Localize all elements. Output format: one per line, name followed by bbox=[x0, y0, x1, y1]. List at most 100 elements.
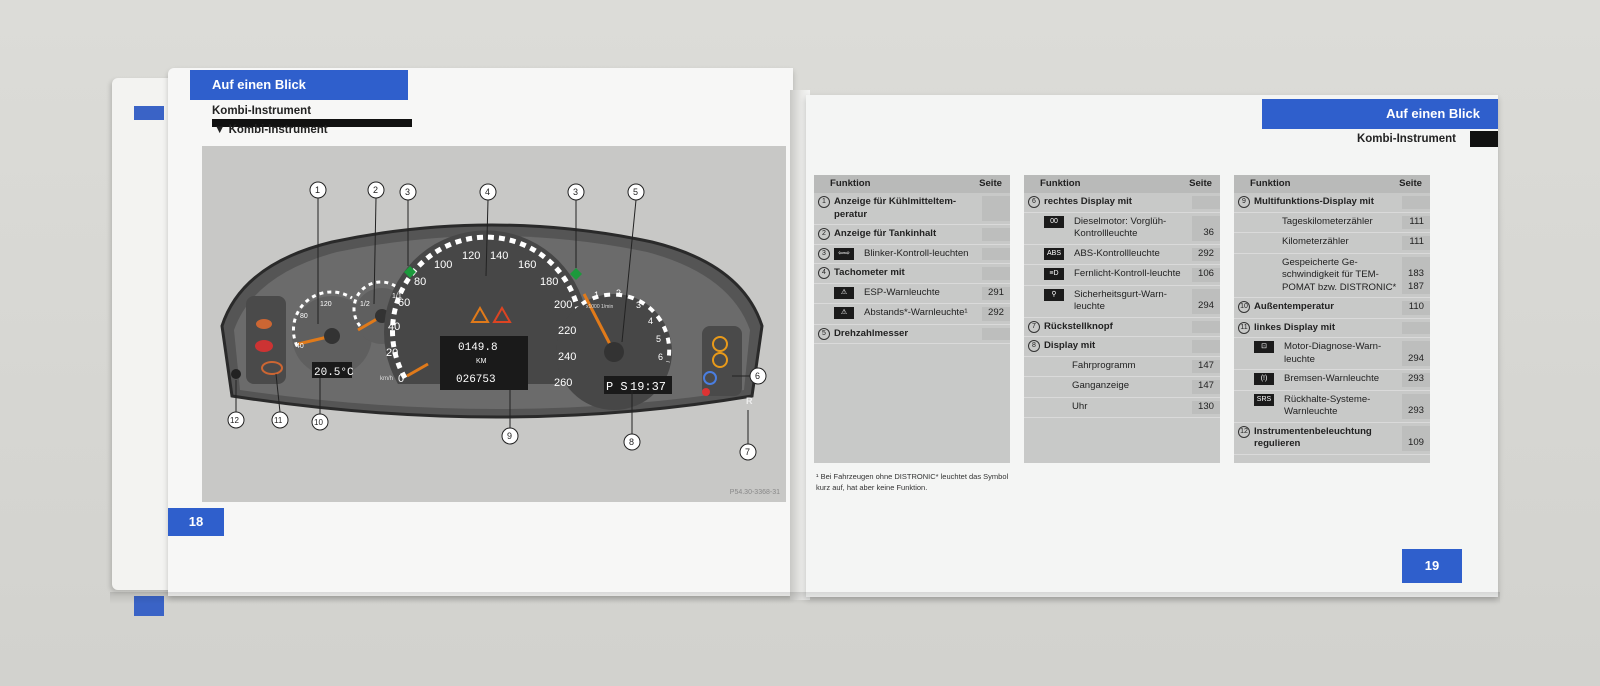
speedo-tick: 260 bbox=[554, 377, 572, 389]
callout-1: 1 bbox=[315, 185, 320, 195]
speedo-tick: 140 bbox=[490, 250, 508, 262]
row-function-text: Tachometer mit bbox=[834, 267, 905, 278]
callout-5: 5 bbox=[633, 187, 638, 197]
clock-time: 19:37 bbox=[630, 380, 666, 394]
row-function-text: Fernlicht-Kontroll-leuchte bbox=[1074, 268, 1181, 279]
book-shadow bbox=[110, 592, 1500, 604]
row-page-ref: 183 187 bbox=[1402, 256, 1430, 294]
table-row: Fahrprogramm 147 bbox=[1024, 357, 1220, 377]
row-function-text: Fahrprogramm bbox=[1072, 359, 1136, 371]
fuel-tick-labels: 1/2 1/1 bbox=[360, 293, 402, 308]
col-head-page: Seite bbox=[979, 178, 1002, 189]
instrument-cluster-illustration: 0 20 40 60 80 100 120 140 160 180 200 22… bbox=[220, 181, 767, 461]
callout-4: 4 bbox=[485, 187, 490, 197]
row-function-text: ABS-Kontrollleuchte bbox=[1074, 247, 1160, 259]
row-page-ref: 111 bbox=[1402, 236, 1430, 250]
odometer-unit: KM bbox=[476, 358, 487, 365]
speedo-tick: 20 bbox=[386, 347, 398, 359]
row-page-ref: 294 bbox=[1402, 341, 1430, 366]
row-callout-number: 3 bbox=[818, 247, 830, 260]
col-head-function: Funktion bbox=[1040, 178, 1081, 189]
callout-8: 8 bbox=[629, 437, 634, 447]
row-page-ref bbox=[982, 327, 1010, 340]
footnote: ¹ Bei Fahrzeugen ohne DISTRONIC* leuchte… bbox=[816, 472, 1009, 492]
row-function-text: ESP-Warnleuchte bbox=[864, 286, 940, 298]
row-page-ref: 147 bbox=[1192, 359, 1220, 373]
table-row: 1 Anzeige für Kühlmitteltem-peratur bbox=[814, 193, 1010, 225]
table-row: Gespeicherte Ge-schwindigkeit für TEM-PO… bbox=[1234, 254, 1430, 298]
speedo-tick: 120 bbox=[462, 250, 480, 262]
row-function-text: Tageskilometerzähler bbox=[1282, 215, 1373, 227]
row-page-ref: 293 bbox=[1402, 393, 1430, 419]
row-function-text: Display mit bbox=[1044, 340, 1096, 351]
rpm-tick-labels: 1 2 3 4 5 6 bbox=[594, 288, 663, 362]
reset-label: R bbox=[746, 396, 753, 406]
row-page-ref: 147 bbox=[1192, 380, 1220, 394]
callout-12: 12 bbox=[230, 416, 239, 425]
speedo-tick: 160 bbox=[518, 259, 536, 271]
row-function-text: Dieselmotor: Vorglüh-Kontrollleuchte bbox=[1074, 215, 1167, 240]
row-callout-number: 6 bbox=[1028, 196, 1040, 208]
row-callout-number: 4 bbox=[818, 267, 830, 279]
row-function-text: Anzeige für Kühlmitteltem-peratur bbox=[834, 196, 957, 220]
row-page-ref bbox=[982, 228, 1010, 241]
rpm-unit: x1000 1/min bbox=[586, 304, 613, 310]
left-page-section-title: ▼ Kombi-Instrument bbox=[214, 124, 328, 136]
row-page-ref: 109 bbox=[1402, 425, 1430, 451]
total-odometer: 026753 bbox=[456, 374, 496, 386]
instrument-cluster-photo: 0 20 40 60 80 100 120 140 160 180 200 22… bbox=[202, 146, 786, 502]
underlying-tab bbox=[134, 106, 164, 120]
outside-temperature: 20.5°C bbox=[314, 367, 354, 379]
illumination-knob bbox=[231, 369, 241, 379]
speed-unit: km/h bbox=[380, 376, 393, 382]
row-function-text: Rückstellknopf bbox=[1044, 320, 1113, 332]
coolant-tick: 120 bbox=[320, 301, 332, 308]
row-page-ref: 111 bbox=[1402, 215, 1430, 229]
row-function-text: Uhr bbox=[1072, 400, 1088, 412]
engine-diagnosis-icon bbox=[255, 340, 273, 352]
row-function-text: Abstands*-Warnleuchte¹ bbox=[864, 307, 968, 318]
esp-warning-icon bbox=[470, 305, 490, 323]
row-page-ref: 110 bbox=[1402, 301, 1430, 315]
col-head-function: Funktion bbox=[830, 178, 871, 189]
table-row: 3⇦⇨Blinker-Kontroll-leuchten bbox=[814, 245, 1010, 264]
row-function-text: Motor-Diagnose-Warn-leuchte bbox=[1284, 341, 1382, 365]
right-page-number: 19 bbox=[1402, 549, 1462, 583]
right-turn-signal-icon bbox=[570, 268, 582, 280]
row-page-ref bbox=[1192, 340, 1220, 353]
underlying-tab-bottom bbox=[134, 596, 164, 616]
col-head-page: Seite bbox=[1189, 178, 1212, 189]
book-gutter bbox=[790, 90, 810, 600]
row-page-ref bbox=[1192, 196, 1220, 209]
row-function-text: Außentemperatur bbox=[1254, 301, 1334, 312]
callout-9: 9 bbox=[507, 431, 512, 441]
left-turn-signal-icon bbox=[404, 266, 416, 278]
row-symbol-icon: ⚲ bbox=[1044, 288, 1064, 301]
abs-icon bbox=[712, 352, 728, 368]
row-symbol-icon: SRS bbox=[1254, 393, 1274, 406]
row-callout-number: 1 bbox=[818, 196, 830, 208]
table-row: Tageskilometerzähler 111 bbox=[1234, 213, 1430, 233]
table-row: Ganganzeige 147 bbox=[1024, 377, 1220, 398]
row-symbol-icon: ⇦⇨ bbox=[834, 247, 854, 260]
speedometer bbox=[384, 230, 588, 384]
row-callout-number: 5 bbox=[818, 327, 830, 340]
rpm-tick: 4 bbox=[648, 316, 653, 326]
speedo-tick: 240 bbox=[558, 351, 576, 363]
high-beam-icon bbox=[703, 371, 717, 385]
fuel-tick: 1/1 bbox=[392, 293, 402, 300]
row-function-text: Ganganzeige bbox=[1072, 380, 1130, 391]
coolant-tick: 40 bbox=[296, 343, 304, 350]
